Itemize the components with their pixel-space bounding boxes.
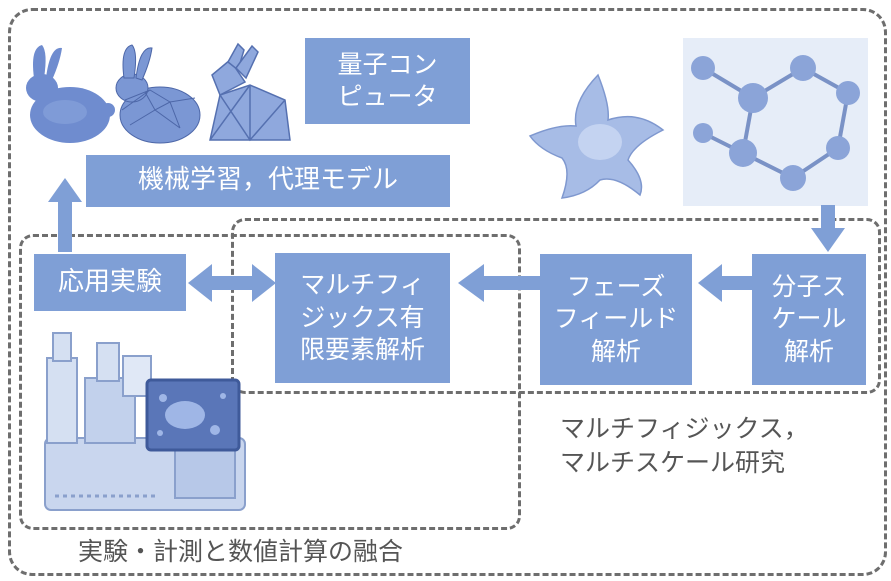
multiscale-frame [231,218,881,394]
machine-learning-box: 機械学習，代理モデル [86,155,450,207]
quantum-computer-box: 量子コン ピュータ [305,38,470,124]
phase-field-box: フェーズ フィールド 解析 [540,254,692,385]
multiscale-research-label: マルチフィジックス， マルチスケール研究 [560,414,809,477]
applied-experiment-box: 応用実験 [34,254,186,311]
fusion-frame [19,234,521,530]
multiphysics-fem-label: マルチフィ ジックス有 限要素解析 [299,270,425,365]
molecule-model-icon [683,38,868,206]
molecular-scale-box: 分子ス ケール 解析 [752,254,866,385]
experiment-fusion-label: 実験・計測と数値計算の融合 [78,537,404,566]
bunny-lowpoly-icon [209,42,291,142]
phase-field-label: フェーズ フィールド 解析 [553,271,679,366]
machine-learning-label: 機械学習，代理モデル [137,165,398,196]
stanford-bunny-icons [26,42,291,144]
bunny-mesh-icon [115,44,201,144]
molecular-scale-label: 分子ス ケール 解析 [771,271,847,366]
multiphysics-fem-box: マルチフィ ジックス有 限要素解析 [275,253,450,383]
arrow-phase-to-fem [458,264,540,302]
applied-experiment-label: 応用実験 [57,266,162,297]
arrow-down-to-molecular [811,205,845,252]
laboratory-instrument-icon [44,332,246,511]
arrow-molecular-to-phase [698,264,752,302]
arrow-bidirectional [188,264,276,302]
bunny-smooth-icon [26,45,115,143]
outer-frame [8,8,887,576]
dendrite-crystal-icon [528,73,665,199]
arrow-up-to-ml [48,178,82,252]
quantum-computer-label: 量子コン ピュータ [337,49,438,112]
